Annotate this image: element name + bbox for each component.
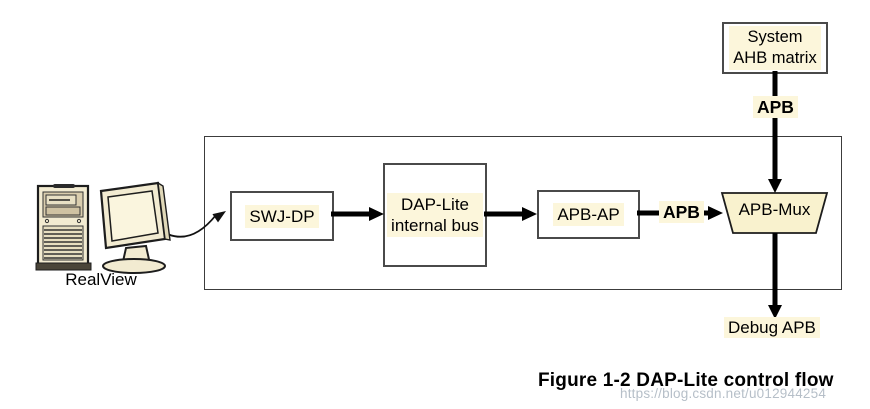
node-apb-mux-label: APB-Mux bbox=[738, 200, 811, 219]
node-system-ahb-matrix-label: System AHB matrix bbox=[729, 26, 821, 70]
figure-caption: Figure 1-2 DAP-Lite control flow bbox=[538, 370, 834, 391]
realview-computer-icon bbox=[35, 181, 171, 274]
node-dap-lite-internal-bus-label: DAP-Lite internal bus bbox=[387, 193, 483, 237]
computer-tower-icon bbox=[35, 184, 92, 271]
edge-label-debug-apb: Debug APB bbox=[724, 317, 820, 338]
node-dap-lite-internal-bus: DAP-Lite internal bus bbox=[383, 163, 487, 267]
edge-label-apb-top: APB bbox=[753, 96, 798, 118]
watermark-text: https://blog.csdn.net/u012944254 bbox=[620, 386, 827, 401]
node-swj-dp-label: SWJ-DP bbox=[245, 204, 319, 228]
node-system-ahb-matrix: System AHB matrix bbox=[722, 22, 828, 74]
computer-monitor-icon bbox=[99, 181, 171, 274]
node-apb-ap-label: APB-AP bbox=[553, 203, 624, 226]
dap-lite-boundary-box bbox=[204, 136, 842, 290]
host-label-realview: RealView bbox=[65, 270, 137, 289]
node-apb-ap: APB-AP bbox=[537, 190, 640, 239]
node-swj-dp: SWJ-DP bbox=[230, 191, 334, 241]
edge-label-apb-mid: APB bbox=[659, 201, 704, 223]
